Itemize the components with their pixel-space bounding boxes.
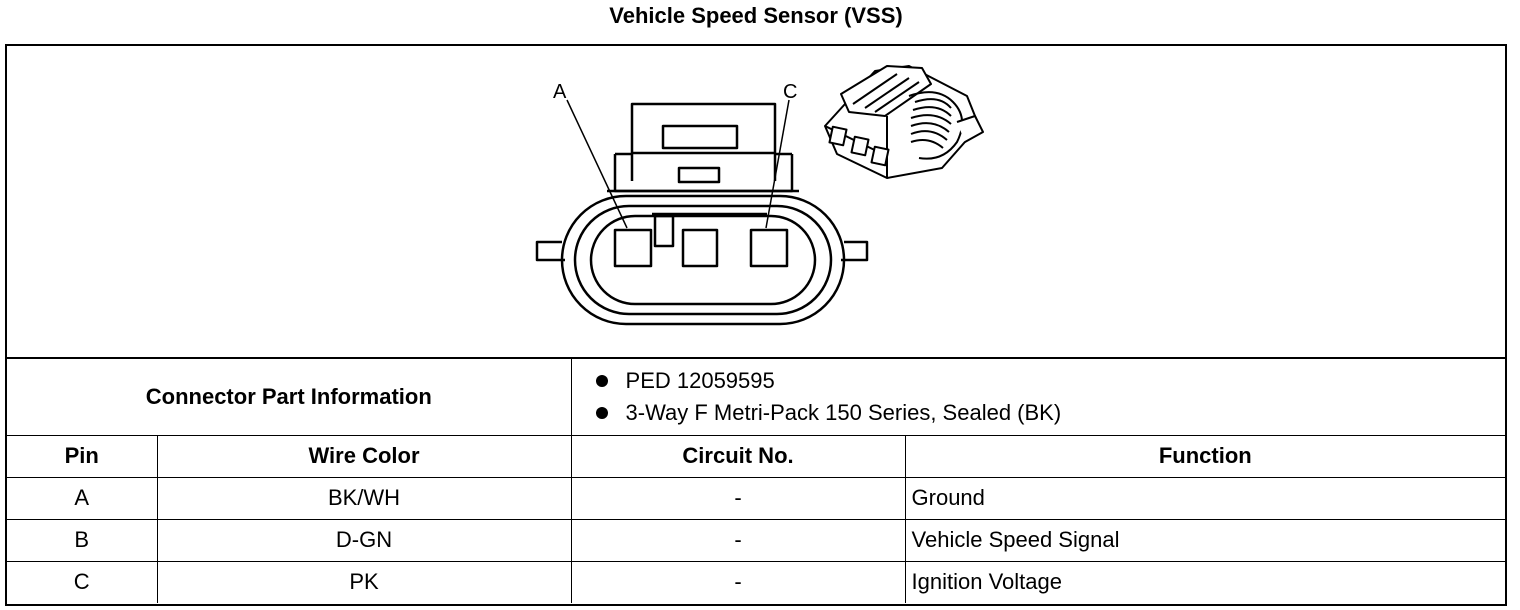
bullet-icon [595,374,608,387]
page-title: Vehicle Speed Sensor (VSS) [609,3,903,28]
column-header-wire-color: Wire Color [156,434,572,478]
wire-color-cell: BK/WH [156,476,572,520]
connector-info-label: Connector Part Information [7,359,572,436]
connector-diagram: A C [7,46,1505,359]
column-header-circuit: Circuit No. [570,434,906,478]
connector-inner-face [589,214,817,306]
table-row: A BK/WH - Ground [7,476,1506,520]
table-row: C PK - Ignition Voltage [7,560,1506,603]
pin-cavity-a [613,228,653,268]
connector-info-item: 3-Way F Metri-Pack 150 Series, Sealed (B… [594,397,1506,429]
pin-cavity-c [749,228,789,268]
circuit-cell: - [570,560,906,603]
function-cell: Vehicle Speed Signal [904,518,1506,562]
pinout-frame: A C [5,44,1507,606]
wire-color-cell: D-GN [156,518,572,562]
table-row: B D-GN - Vehicle Speed Signal [7,518,1506,562]
connector-info-values: PED 12059595 3-Way F Metri-Pack 150 Seri… [570,359,1506,436]
pin-cell: A [7,476,158,520]
connector-info-item: PED 12059595 [594,365,1506,397]
pin-label-a: A [553,81,567,103]
wire-color-cell: PK [156,560,572,603]
latch-housing [630,102,777,181]
connector-face-drawing: A C [535,65,984,326]
pin-label-c: C [783,81,797,103]
latch-window [661,124,739,150]
pin-cavity-b [681,228,719,268]
bullet-icon [595,406,608,419]
function-cell: Ignition Voltage [904,560,1506,603]
pinout-table: Connector Part Information PED 12059595 … [7,359,1506,603]
column-header-pin: Pin [7,434,158,478]
polarity-key [653,214,675,248]
connector-isometric-view [824,65,984,179]
function-cell: Ground [904,476,1506,520]
circuit-cell: - [570,476,906,520]
pin-cell: B [7,518,158,562]
column-header-function: Function [904,434,1506,478]
table-header-row: Pin Wire Color Circuit No. Function [7,434,1506,478]
pin-cell: C [7,560,158,603]
circuit-cell: - [570,518,906,562]
